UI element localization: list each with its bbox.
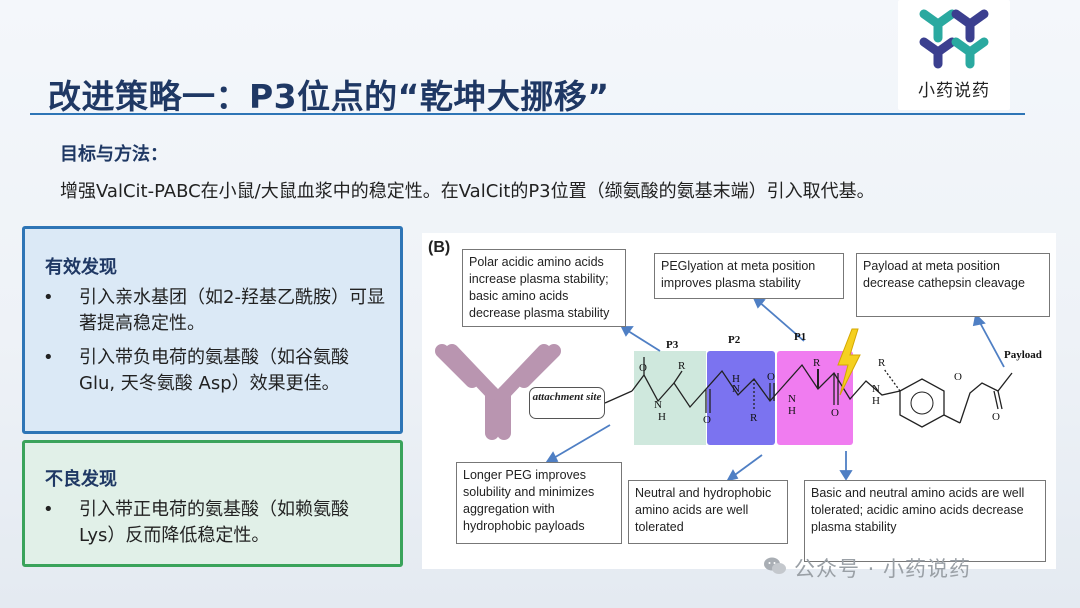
title-divider (30, 113, 1025, 115)
antibody-icon (435, 344, 561, 440)
linker-structure-figure: (B) attachment site P3 P2 P1 Payload R R… (422, 233, 1056, 569)
atom-r: R (813, 357, 821, 369)
atom-o: O (954, 371, 962, 383)
p2-highlight (707, 351, 775, 445)
benzene-ring (899, 378, 945, 428)
adverse-findings-list: • 引入带正电荷的氨基酸（如赖氨酸 Lys）反而降低稳定性。 (39, 497, 389, 557)
list-item-text: 引入亲水基团（如2-羟基乙酰胺）可显著提高稳定性。 (79, 287, 385, 334)
atom-o: O (767, 371, 775, 383)
logo-text: 小药说药 (918, 81, 990, 101)
annotation-payload-meta: Payload at meta position decrease cathep… (856, 253, 1050, 317)
molecule-logo-icon (919, 9, 989, 69)
atom-o: O (639, 362, 647, 374)
goal-heading: 目标与方法： (60, 144, 168, 165)
linker-structure-drawing (435, 296, 1013, 482)
p3-label: P3 (666, 339, 679, 351)
atom-n: N (654, 399, 662, 411)
bullet-icon: • (43, 347, 54, 368)
atom-h: H (732, 373, 740, 385)
logo: 小药说药 (898, 0, 1010, 110)
annotation-polar-acidic: Polar acidic amino acids increase plasma… (462, 249, 626, 327)
goal-text: 增强ValCit-PABC在小鼠/大鼠血浆中的稳定性。在ValCit的P3位置（… (60, 181, 875, 202)
annotation-longer-peg: Longer PEG improves solubility and minim… (456, 462, 622, 544)
atom-h: H (788, 405, 796, 417)
list-item-text: 引入带正电荷的氨基酸（如赖氨酸 Lys）反而降低稳定性。 (79, 499, 349, 546)
annotation-neutral-hydrophobic: Neutral and hydrophobic amino acids are … (628, 480, 788, 544)
list-item: • 引入亲水基团（如2-羟基乙酰胺）可显著提高稳定性。 (39, 285, 389, 337)
adverse-findings-card: 不良发现 • 引入带正电荷的氨基酸（如赖氨酸 Lys）反而降低稳定性。 (22, 440, 403, 567)
backbone-bond (631, 363, 901, 409)
watermark-text: 公众号 · 小药说药 (794, 557, 972, 581)
atom-n: N (788, 393, 796, 405)
effective-findings-heading: 有效发现 (45, 257, 117, 278)
payload-label: Payload (1004, 349, 1042, 361)
atom-n: N (732, 383, 740, 395)
atom-r: R (750, 412, 758, 424)
atom-o: O (831, 407, 839, 419)
effective-findings-list: • 引入亲水基团（如2-羟基乙酰胺）可显著提高稳定性。 • 引入带负电荷的氨基酸… (39, 285, 389, 405)
p3-highlight (634, 351, 706, 445)
cleavage-lightning-icon (837, 328, 861, 396)
list-item-text: 引入带负电荷的氨基酸（如谷氨酸 Glu, 天冬氨酸 Asp）效果更佳。 (79, 347, 349, 394)
bullet-icon: • (43, 287, 54, 308)
adverse-findings-heading: 不良发现 (45, 469, 117, 490)
atom-o: O (992, 411, 1000, 423)
attachment-site-label: attachment site (529, 387, 605, 419)
atom-n: N (872, 383, 880, 395)
atom-o: O (703, 414, 711, 426)
atom-h: H (872, 395, 880, 407)
figure-label: (B) (428, 239, 451, 256)
annotation-pegylation: PEGlyation at meta position improves pla… (654, 253, 844, 299)
list-item: • 引入带负电荷的氨基酸（如谷氨酸 Glu, 天冬氨酸 Asp）效果更佳。 (39, 345, 389, 397)
effective-findings-card: 有效发现 • 引入亲水基团（如2-羟基乙酰胺）可显著提高稳定性。 • 引入带负电… (22, 226, 403, 434)
slide-title: 改进策略一：P3位点的“乾坤大挪移” (48, 77, 610, 116)
atom-r: R (678, 360, 686, 372)
atom-h: H (658, 411, 666, 423)
wechat-icon (764, 557, 786, 574)
list-item: • 引入带正电荷的氨基酸（如赖氨酸 Lys）反而降低稳定性。 (39, 497, 389, 549)
bullet-icon: • (43, 499, 54, 520)
atom-r: R (878, 357, 886, 369)
annotation-basic-neutral: Basic and neutral amino acids are well t… (804, 480, 1046, 562)
p2-label: P2 (728, 334, 741, 346)
p1-label: P1 (794, 331, 807, 343)
